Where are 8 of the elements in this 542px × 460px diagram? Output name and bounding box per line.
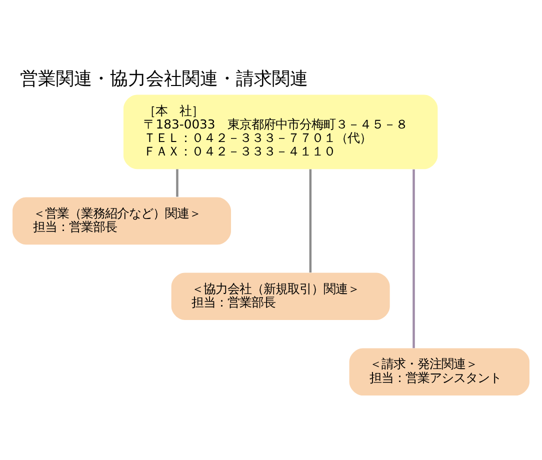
node-box: ＜営業（業務紹介など）関連＞ 担当：営業部長: [12, 196, 232, 244]
node-box: ［本 社］ 〒183-0033 東京都府中市分梅町３－４５－８ ＴＥＬ：０４２－３３３－７７０１（代） ＦＡＸ：０４２－３３３－４１１０: [123, 94, 438, 169]
diagram-title: 営業関連・協力会社関連・請求関連: [20, 68, 308, 89]
node-box: ＜協力会社（新規取引）関連＞ 担当：営業部長: [171, 272, 390, 320]
connector: [176, 168, 178, 196]
connector: [309, 168, 312, 272]
connector: [412, 168, 415, 348]
node-box: ＜請求・発注関連＞ 担当：営業アシスタント: [349, 348, 530, 395]
